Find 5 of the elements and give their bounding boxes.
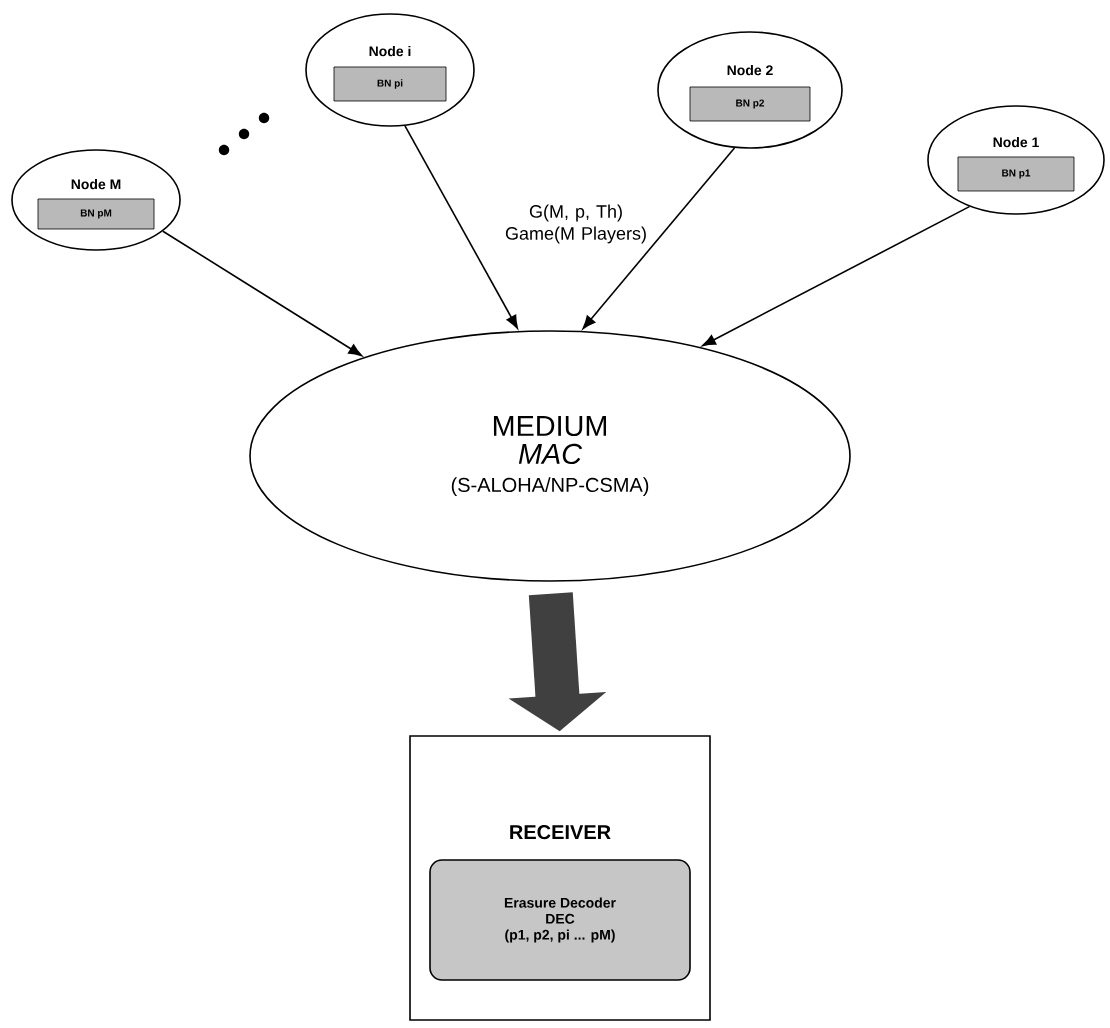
arrow	[582, 147, 736, 330]
arrow	[162, 230, 363, 357]
arrow	[404, 125, 518, 329]
annotation-text: G(M, p, Th) Game(M Players)	[505, 204, 646, 244]
arrow	[702, 205, 971, 347]
